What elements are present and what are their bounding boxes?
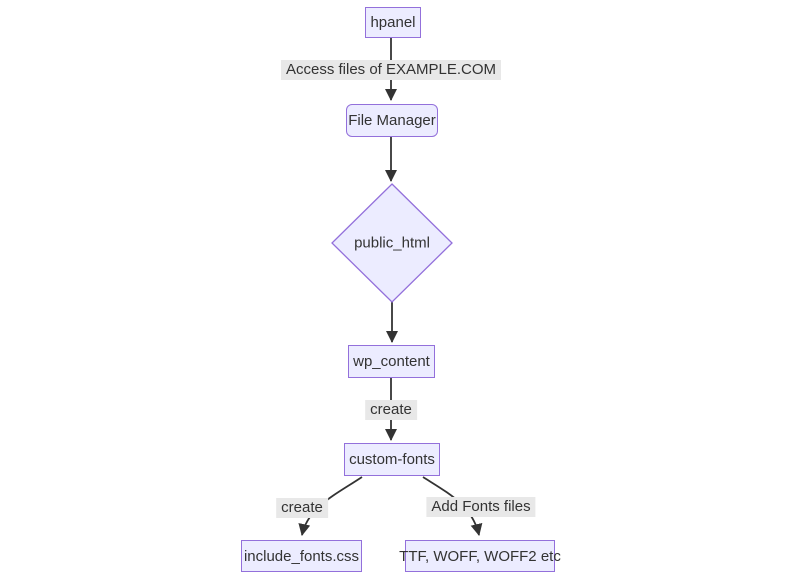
edge-label-create-2: create <box>276 498 328 518</box>
node-file-manager-label: File Manager <box>348 112 436 129</box>
node-ttf-woff-woff2-label: TTF, WOFF, WOFF2 etc <box>399 547 561 565</box>
edge-label-add-fonts-files: Add Fonts files <box>426 497 536 517</box>
node-hpanel-label: hpanel <box>370 14 416 31</box>
node-hpanel: hpanel <box>365 7 421 38</box>
edge-label-add-fonts-files-text: Add Fonts files <box>431 498 531 515</box>
node-ttf-woff-woff2: TTF, WOFF, WOFF2 etc <box>399 540 561 572</box>
node-wp-content-label: wp_content <box>353 353 430 370</box>
node-file-manager: File Manager <box>346 104 438 137</box>
edge-label-create-1: create <box>365 400 417 420</box>
edge-label-access-files-text: Access files of EXAMPLE.COM <box>285 61 497 78</box>
edge-label-access-files: Access files of EXAMPLE.COM <box>280 60 502 80</box>
node-custom-fonts-label: custom-fonts <box>349 451 435 468</box>
node-include-fonts-css-label: include_fonts.css <box>243 547 360 565</box>
node-public-html-diamond <box>331 183 453 303</box>
node-include-fonts-css: include_fonts.css <box>241 540 362 572</box>
edge-label-create-1-text: create <box>370 401 412 418</box>
node-public-html-label: public_html <box>354 234 430 252</box>
node-custom-fonts: custom-fonts <box>344 443 440 476</box>
edge-label-create-2-text: create <box>281 499 323 516</box>
node-wp-content: wp_content <box>348 345 435 378</box>
